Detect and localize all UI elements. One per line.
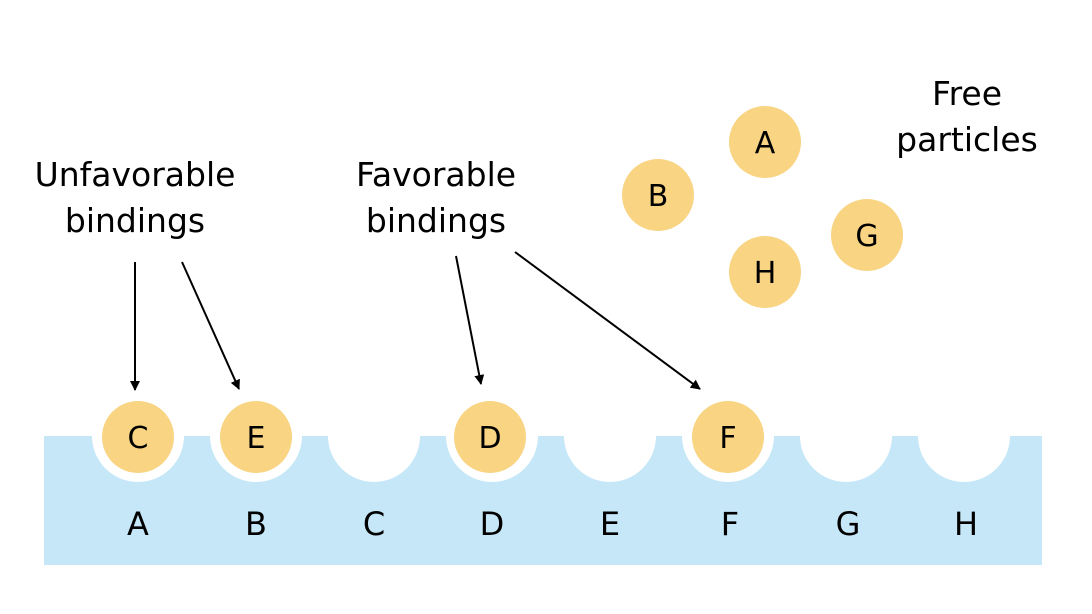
site-label: H	[954, 505, 978, 543]
free-particle-label: H	[754, 256, 777, 291]
bound-particle-D: D	[454, 401, 526, 473]
free-particle-A: A	[729, 106, 801, 178]
site-label: C	[363, 505, 385, 543]
site-label: F	[721, 505, 739, 543]
arrow-favorable-to-F	[514, 251, 701, 390]
free-particles-heading: Free particles	[896, 74, 1038, 159]
free-particle-G: G	[831, 199, 903, 271]
binding-surface	[44, 436, 1042, 565]
bound-particle-F: F	[692, 401, 764, 473]
site-label: B	[245, 505, 267, 543]
bound-particle-C: C	[102, 401, 174, 473]
site-label: A	[127, 505, 149, 543]
heading-line: bindings	[65, 201, 205, 240]
free-particle-B: B	[622, 159, 694, 231]
free-particle-label: A	[755, 126, 776, 161]
site-label: D	[480, 505, 505, 543]
bound-particle-E: E	[220, 401, 292, 473]
bound-particle-label: D	[478, 421, 501, 456]
heading-line: Free	[932, 74, 1002, 113]
site-label: G	[836, 505, 861, 543]
unfavorable-bindings-heading: Unfavorable bindings	[35, 155, 236, 240]
bound-particle-label: F	[719, 421, 736, 456]
favorable-bindings-heading: Favorable bindings	[356, 155, 516, 240]
bound-particle-label: C	[128, 421, 149, 456]
free-particle-label: B	[648, 179, 669, 214]
heading-line: Favorable	[356, 155, 516, 194]
free-particle-H: H	[729, 236, 801, 308]
heading-line: particles	[896, 120, 1038, 159]
bound-particle-label: E	[247, 421, 266, 456]
heading-line: Unfavorable	[35, 155, 236, 194]
free-particle-label: G	[855, 219, 878, 254]
heading-line: bindings	[366, 201, 506, 240]
arrow-favorable-to-D	[455, 255, 485, 385]
arrow-unfavorable-to-E	[181, 261, 240, 390]
site-label: E	[600, 505, 620, 543]
